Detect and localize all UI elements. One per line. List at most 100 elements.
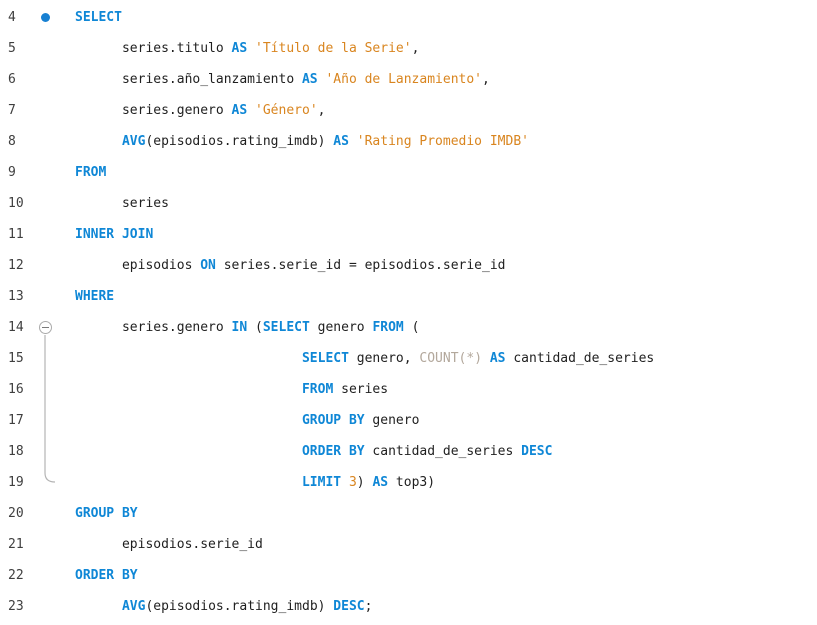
line-number: 13 [8,289,24,304]
code-line[interactable]: 5 series.titulo AS 'Título de la Serie', [0,33,817,64]
code-line-text[interactable]: series.titulo AS 'Título de la Serie', [60,41,817,56]
token-id: , [317,103,326,118]
line-number: 17 [8,413,24,428]
code-line-text[interactable]: series.genero IN (SELECT genero FROM ( [60,320,817,335]
gutter-marker-cell [30,467,60,498]
code-line[interactable]: 12 episodios ON series.serie_id = episod… [0,250,817,281]
token-kw: GROUP BY [75,506,138,521]
token-id [341,475,349,490]
code-line[interactable]: 7 series.genero AS 'Género', [0,95,817,126]
code-line[interactable]: 8 AVG(episodios.rating_imdb) AS 'Rating … [0,126,817,157]
statement-marker-dot-icon [40,13,50,22]
code-line-text[interactable]: GROUP BY genero [60,413,817,428]
token-id: ( [403,320,420,335]
token-id: series [333,382,389,397]
code-line[interactable]: 22 ORDER BY [0,560,817,591]
token-kw: ORDER BY [75,568,138,583]
code-line-text[interactable]: series [60,196,817,211]
token-str: 'Rating Promedio IMDB' [356,134,529,149]
code-line-text[interactable]: SELECT genero, COUNT(*) AS cantidad_de_s… [60,351,817,366]
token-id [482,351,490,366]
token-id: top3) [388,475,436,490]
token-id [75,351,302,366]
gutter-marker-cell [30,405,60,436]
code-line-text[interactable]: series.año_lanzamiento AS 'Año de Lanzam… [60,72,817,87]
code-line[interactable]: 14 series.genero IN (SELECT genero FROM … [0,312,817,343]
gutter-marker-cell [30,33,60,64]
token-kw: AS [489,351,506,366]
code-line[interactable]: 9 FROM [0,157,817,188]
code-line-text[interactable]: episodios ON series.serie_id = episodios… [60,258,817,273]
token-kw: DESC [333,599,365,614]
token-id: cantidad_de_series [505,351,655,366]
token-id: (episodios.rating_imdb) [145,599,334,614]
code-line[interactable]: 13 WHERE [0,281,817,312]
code-line[interactable]: 23 AVG(episodios.rating_imdb) DESC; [0,591,817,622]
code-line[interactable]: 10 series [0,188,817,219]
token-id [75,134,122,149]
code-line-text[interactable]: AVG(episodios.rating_imdb) DESC; [60,599,817,614]
gutter-marker-cell [30,126,60,157]
token-kw: WHERE [75,289,115,304]
token-id: episodios [75,258,201,273]
gutter-marker-cell [30,188,60,219]
code-line[interactable]: 17 GROUP BY genero [0,405,817,436]
line-number: 16 [8,382,24,397]
gutter-marker-cell [30,157,60,188]
code-line-text[interactable]: AVG(episodios.rating_imdb) AS 'Rating Pr… [60,134,817,149]
code-line-text[interactable]: FROM series [60,382,817,397]
line-number: 22 [8,568,24,583]
token-kw: SELECT [301,351,349,366]
code-line[interactable]: 6 series.año_lanzamiento AS 'Año de Lanz… [0,64,817,95]
fold-collapse-icon[interactable] [38,321,52,334]
line-number: 19 [8,475,24,490]
code-line-text[interactable]: ORDER BY [60,568,817,583]
code-line[interactable]: 19 LIMIT 3) AS top3) [0,467,817,498]
gutter-marker-cell [30,591,60,622]
token-kw: SELECT [262,320,310,335]
token-kw: AS [372,475,389,490]
code-line-text[interactable]: GROUP BY [60,506,817,521]
token-kw: AVG [121,599,146,614]
token-kw: FROM [372,320,404,335]
token-kw: GROUP BY [301,413,365,428]
line-number: 7 [8,103,16,118]
code-line-text[interactable]: ORDER BY cantidad_de_series DESC [60,444,817,459]
token-id: series.genero [75,103,232,118]
token-id: genero [309,320,373,335]
code-line-text[interactable]: LIMIT 3) AS top3) [60,475,817,490]
token-id [75,475,302,490]
token-kw: AS [231,103,248,118]
code-line[interactable]: 18 ORDER BY cantidad_de_series DESC [0,436,817,467]
token-id: , [482,72,490,87]
token-str: 'Género' [255,103,318,118]
gutter-marker-cell [30,312,60,343]
line-number: 18 [8,444,24,459]
token-id [75,599,122,614]
gutter-marker-cell [30,250,60,281]
code-line-text[interactable]: SELECT [60,10,817,25]
token-id: cantidad_de_series [364,444,522,459]
line-number: 9 [8,165,16,180]
code-line[interactable]: 21 episodios.serie_id [0,529,817,560]
gutter-marker-cell [30,64,60,95]
code-line-text[interactable]: series.genero AS 'Género', [60,103,817,118]
code-line[interactable]: 15 SELECT genero, COUNT(*) AS cantidad_d… [0,343,817,374]
line-number: 23 [8,599,24,614]
token-kw: AS [301,72,318,87]
code-line[interactable]: 16 FROM series [0,374,817,405]
token-num: 3 [348,475,357,490]
code-line-text[interactable]: INNER JOIN [60,227,817,242]
code-line[interactable]: 4 SELECT [0,2,817,33]
token-kw: AVG [121,134,146,149]
code-line-text[interactable]: FROM [60,165,817,180]
code-line-text[interactable]: WHERE [60,289,817,304]
token-kw: ORDER BY [301,444,365,459]
line-number: 4 [8,10,16,25]
code-line-text[interactable]: episodios.serie_id [60,537,817,552]
token-id: series.año_lanzamiento [75,72,302,87]
